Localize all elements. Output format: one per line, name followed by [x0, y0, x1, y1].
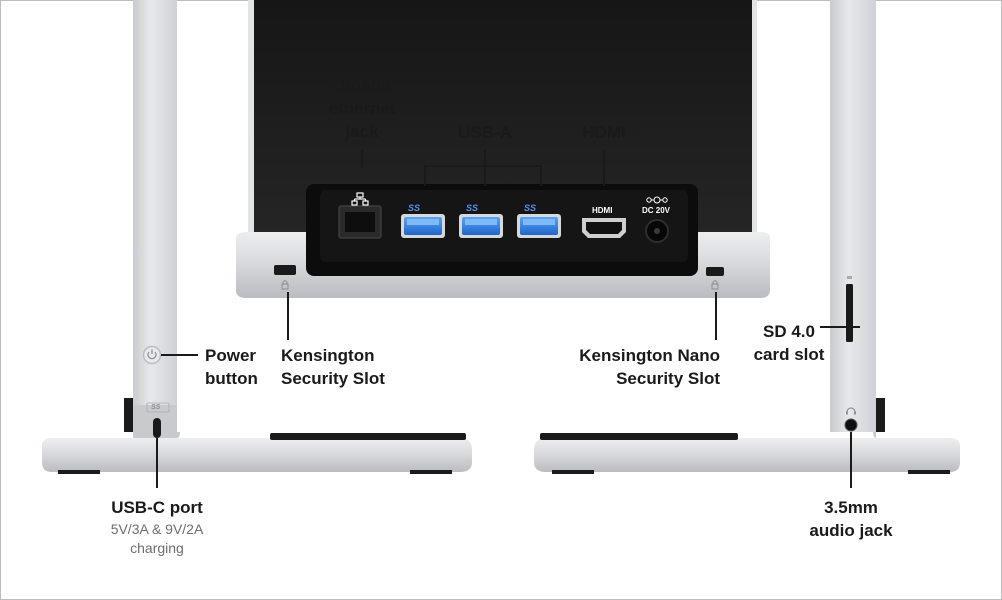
- power-button-callout: Power button: [205, 344, 258, 390]
- audio-jack-callout: 3.5mm audio jack: [796, 496, 906, 542]
- hdmi-port-socket: [586, 222, 622, 234]
- audio-jack-callout-line2: audio jack: [809, 521, 893, 540]
- left-upright: [133, 0, 177, 432]
- lock-icon: [281, 280, 289, 290]
- dc-power-jack-pin: [654, 228, 660, 234]
- left-foot-back: [410, 470, 452, 474]
- dock-right-side-view: [534, 0, 960, 474]
- ethernet-port-socket: [345, 212, 375, 232]
- usb-c-spec-line2: charging: [130, 540, 184, 556]
- sd-card-callout: SD 4.0 card slot: [738, 320, 840, 366]
- dock-left-side-view: [42, 0, 472, 474]
- left-foot-front: [58, 470, 100, 474]
- right-base-joint: [873, 405, 876, 438]
- usb-a-port-3: [517, 214, 561, 238]
- power-icon: [147, 349, 157, 360]
- usb-c-callout-title: USB-C port: [111, 498, 203, 517]
- power-button: [142, 345, 162, 365]
- right-upright: [830, 0, 876, 432]
- sd-card-marker: [847, 276, 852, 279]
- usb-c-port: [153, 418, 161, 438]
- ethernet-icon: [351, 192, 369, 206]
- left-base: [42, 438, 472, 472]
- right-foot-back: [908, 470, 950, 474]
- dc-in-marking: DC 20V: [642, 206, 671, 215]
- kensington-nano-slot: [706, 267, 724, 276]
- headphone-icon: [846, 407, 856, 415]
- dock-rear-view: [236, 0, 770, 298]
- usb-logo-3: SS: [524, 203, 537, 213]
- left-rear-foot: [124, 398, 133, 432]
- usb-a-bracket: [424, 165, 542, 186]
- sd-card-callout-line1: SD 4.0: [763, 322, 815, 341]
- left-device-pad: [270, 433, 466, 440]
- ethernet-callout: Gigabit ethernet jack: [316, 74, 408, 143]
- power-button-callout-line2: button: [205, 369, 258, 388]
- hdmi-marking: HDMI: [592, 206, 613, 215]
- leader-lines: [156, 150, 860, 488]
- usb-ss-icon: [146, 402, 170, 413]
- port-panel-inner: [320, 190, 688, 262]
- audio-jack: [844, 418, 858, 432]
- usb-logo-2: SS: [466, 203, 479, 213]
- kensington-nano-callout-line1: Kensington Nano: [579, 346, 720, 365]
- kensington-callout-line2: Security Slot: [281, 369, 385, 388]
- right-device-pad: [540, 433, 738, 440]
- usb-c-callout-spec: 5V/3A & 9V/2A charging: [82, 520, 232, 558]
- usb-c-ss-marking: SS: [151, 404, 161, 411]
- usb-a-port-1: [401, 214, 445, 238]
- right-base: [534, 438, 960, 472]
- ethernet-callout-line3: jack: [345, 122, 379, 141]
- right-rear-foot: [876, 398, 885, 432]
- kensington-slot: [274, 265, 296, 275]
- kensington-nano-callout: Kensington Nano Security Slot: [560, 344, 720, 390]
- usb-a-callout: USB-A: [458, 123, 512, 142]
- lock-icon: [711, 280, 719, 290]
- kensington-callout: Kensington Security Slot: [281, 344, 385, 390]
- ethernet-callout-line2: ethernet: [328, 99, 396, 118]
- right-foot-front: [552, 470, 594, 474]
- kensington-nano-callout-line2: Security Slot: [616, 369, 720, 388]
- kensington-callout-line1: Kensington: [281, 346, 375, 365]
- power-button-callout-line1: Power: [205, 346, 257, 365]
- dc-polarity-icon: [646, 196, 668, 204]
- usb-logo-1: SS: [408, 203, 421, 213]
- usb-c-spec-line1: 5V/3A & 9V/2A: [110, 521, 204, 537]
- sd-card-callout-line2: card slot: [753, 345, 825, 364]
- hdmi-callout: HDMI: [582, 123, 626, 142]
- ethernet-callout-line1: Gigabit: [332, 76, 392, 95]
- sd-card-slot: [846, 284, 853, 342]
- audio-jack-callout-line1: 3.5mm: [824, 498, 878, 517]
- usb-a-port-2: [459, 214, 503, 238]
